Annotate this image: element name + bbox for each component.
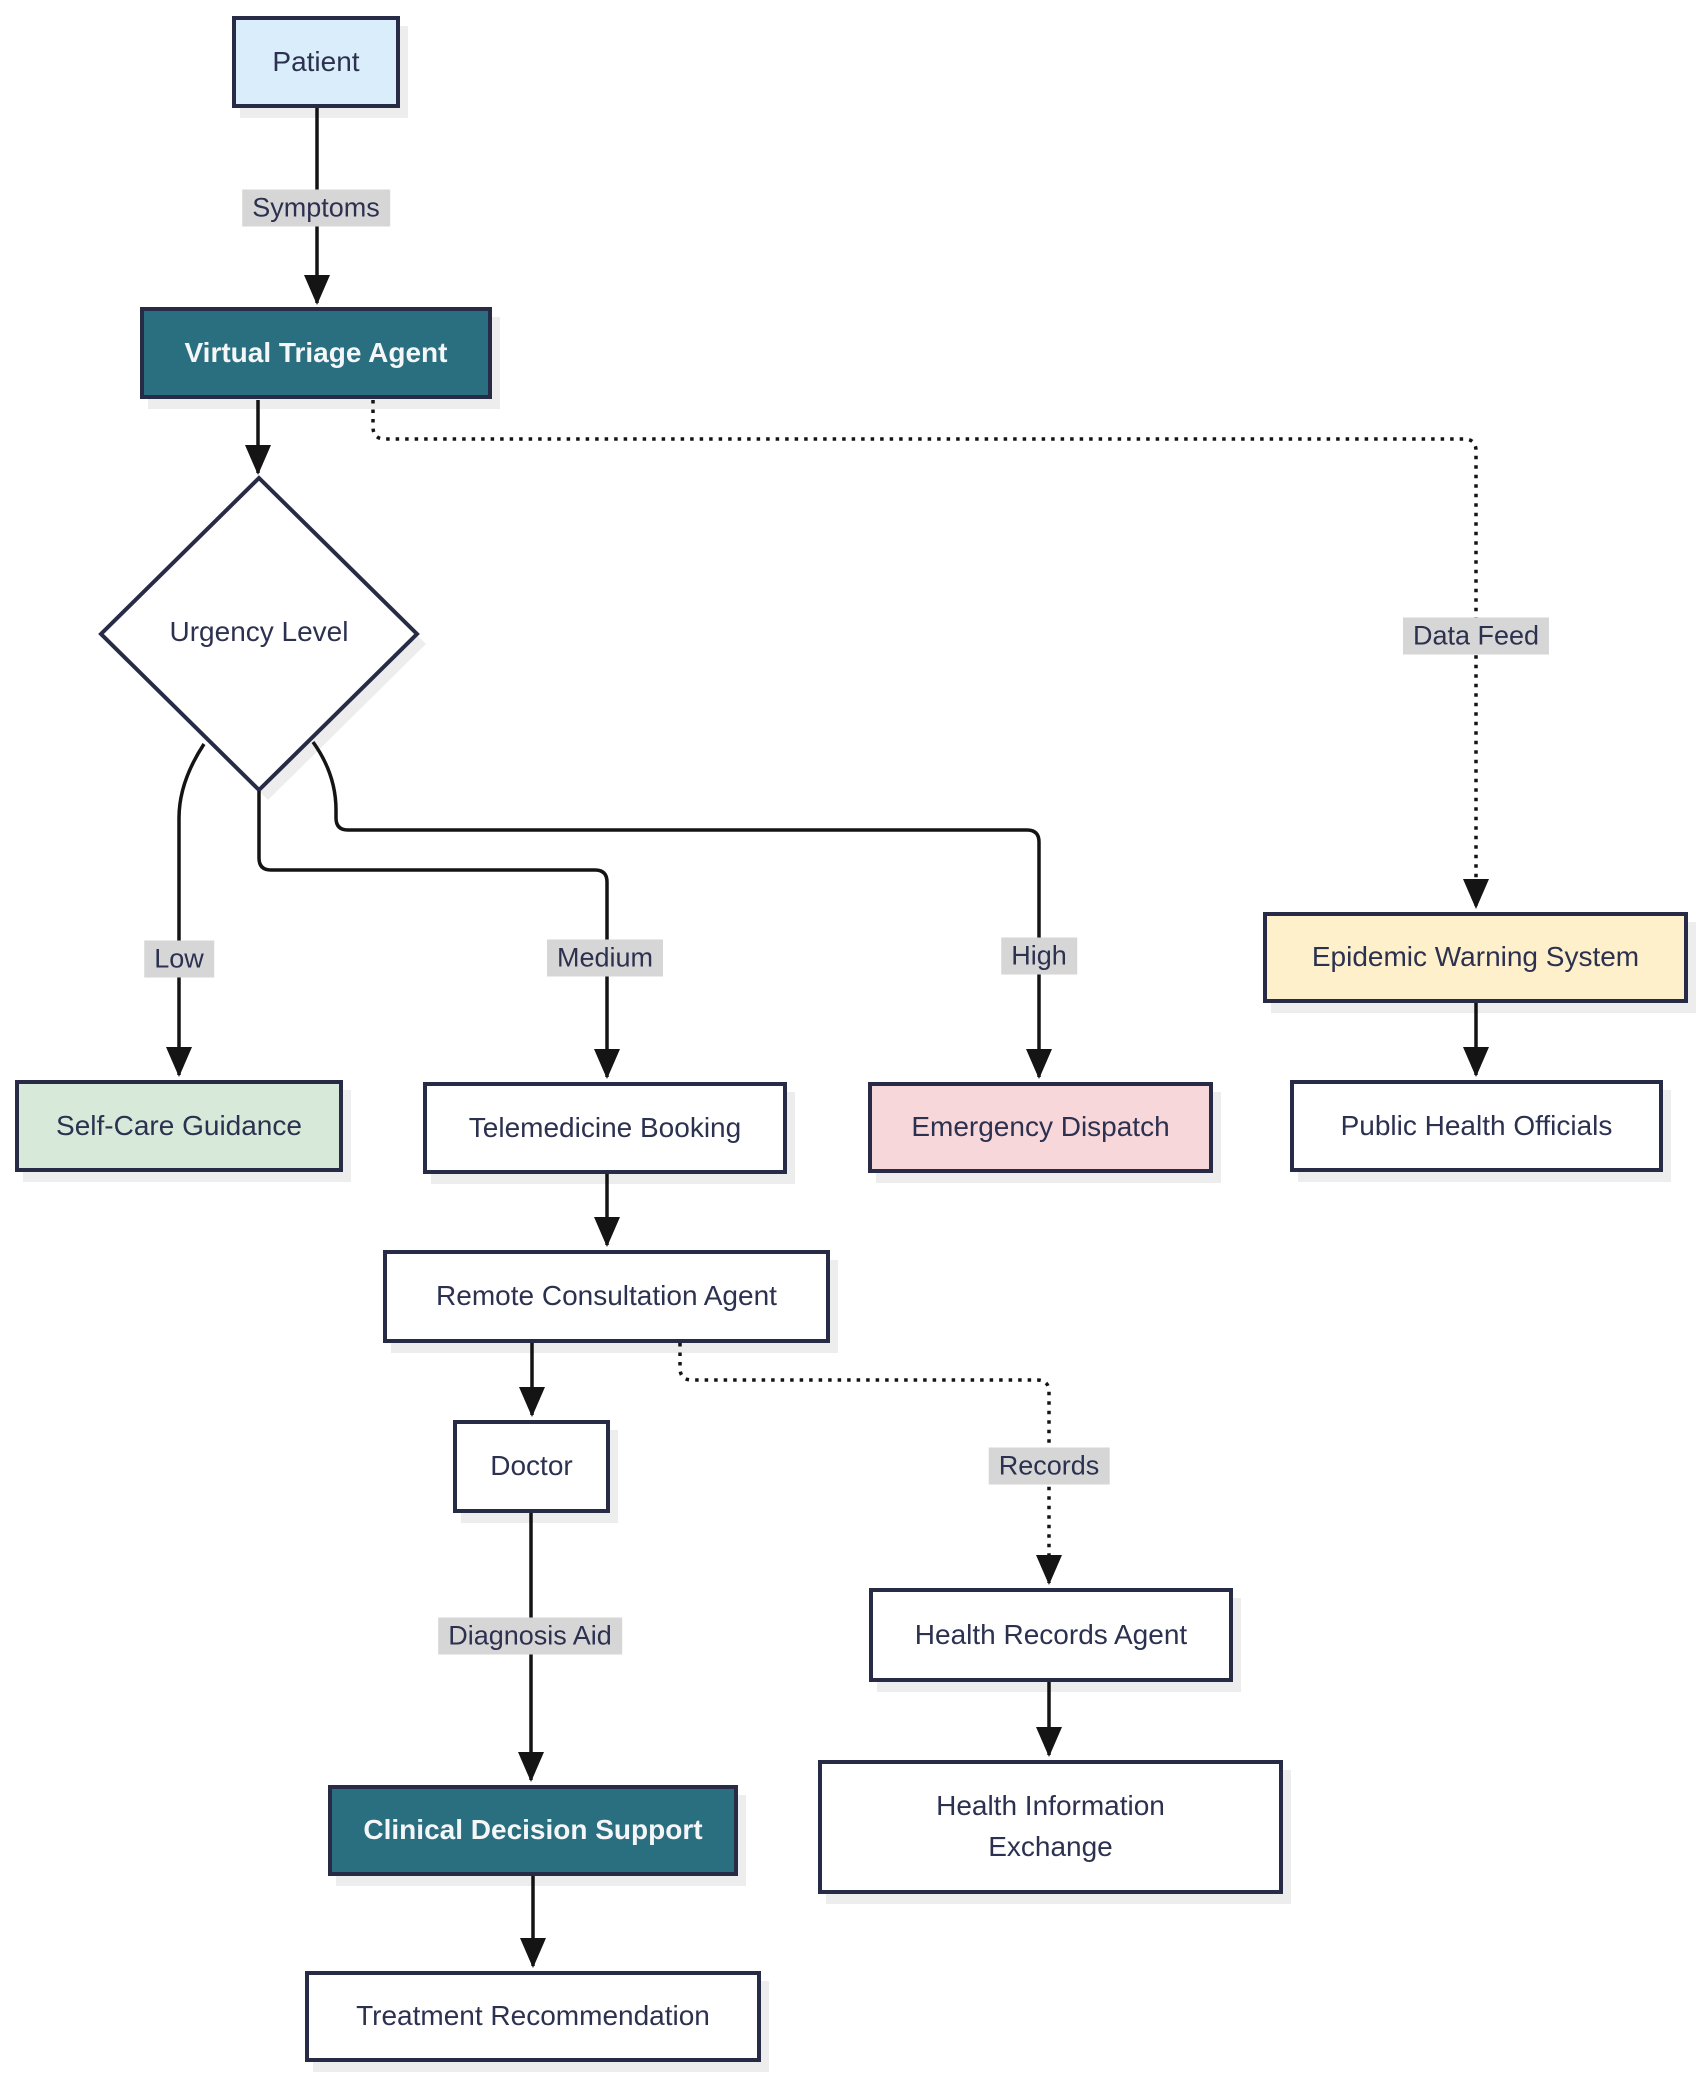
node-health-information-exchange: Health Information Exchange bbox=[818, 1760, 1283, 1894]
node-remote-consultation-agent-label: Remote Consultation Agent bbox=[436, 1280, 777, 1312]
node-patient-label: Patient bbox=[272, 45, 360, 77]
edge-label-records: Records bbox=[988, 1447, 1110, 1485]
node-urgency-level-label: Urgency Level bbox=[169, 616, 349, 647]
urgency-diamond bbox=[98, 475, 420, 793]
edge-urgency-to-telemedicine bbox=[257, 791, 620, 1079]
edge-label-medium: Medium bbox=[546, 939, 664, 977]
node-remote-consultation-agent: Remote Consultation Agent bbox=[383, 1250, 830, 1343]
edge-consultation-to-records-dotted bbox=[678, 1343, 1062, 1585]
edge-urgency-to-emergency bbox=[311, 740, 1052, 1079]
edge-label-high: High bbox=[1001, 937, 1077, 975]
node-telemedicine-booking: Telemedicine Booking bbox=[423, 1082, 787, 1174]
node-epidemic-warning-system-label: Epidemic Warning System bbox=[1311, 941, 1640, 973]
node-health-records-agent: Health Records Agent bbox=[869, 1588, 1233, 1682]
node-self-care-guidance: Self-Care Guidance bbox=[15, 1080, 343, 1172]
node-virtual-triage-agent-label: Virtual Triage Agent bbox=[184, 336, 448, 368]
node-treatment-recommendation-label: Treatment Recommendation bbox=[356, 2000, 710, 2032]
node-telemedicine-booking-label: Telemedicine Booking bbox=[468, 1111, 742, 1143]
edge-label-diagnosis-aid: Diagnosis Aid bbox=[438, 1617, 622, 1655]
edge-label-symptoms: Symptoms bbox=[242, 189, 390, 227]
node-epidemic-warning-system: Epidemic Warning System bbox=[1263, 912, 1688, 1003]
node-public-health-officials-label: Public Health Officials bbox=[1340, 1109, 1613, 1141]
node-emergency-dispatch-label: Emergency Dispatch bbox=[911, 1111, 1170, 1143]
node-health-information-exchange-label: Health Information Exchange bbox=[936, 1790, 1165, 1862]
node-virtual-triage-agent: Virtual Triage Agent bbox=[140, 307, 492, 399]
node-health-records-agent-label: Health Records Agent bbox=[914, 1618, 1188, 1650]
node-treatment-recommendation: Treatment Recommendation bbox=[305, 1971, 761, 2062]
node-public-health-officials: Public Health Officials bbox=[1290, 1080, 1663, 1172]
node-clinical-decision-support: Clinical Decision Support bbox=[328, 1785, 738, 1876]
node-doctor: Doctor bbox=[453, 1420, 610, 1513]
edge-label-data-feed: Data Feed bbox=[1402, 617, 1550, 655]
node-self-care-guidance-label: Self-Care Guidance bbox=[56, 1109, 302, 1141]
node-emergency-dispatch: Emergency Dispatch bbox=[868, 1082, 1213, 1173]
node-clinical-decision-support-label: Clinical Decision Support bbox=[363, 1814, 703, 1846]
edge-urgency-to-selfcare bbox=[166, 743, 206, 1077]
node-patient: Patient bbox=[232, 16, 400, 108]
edge-label-low: Low bbox=[144, 940, 214, 978]
edge-triage-to-epidemic-dotted bbox=[371, 400, 1489, 909]
node-doctor-label: Doctor bbox=[490, 1450, 573, 1482]
